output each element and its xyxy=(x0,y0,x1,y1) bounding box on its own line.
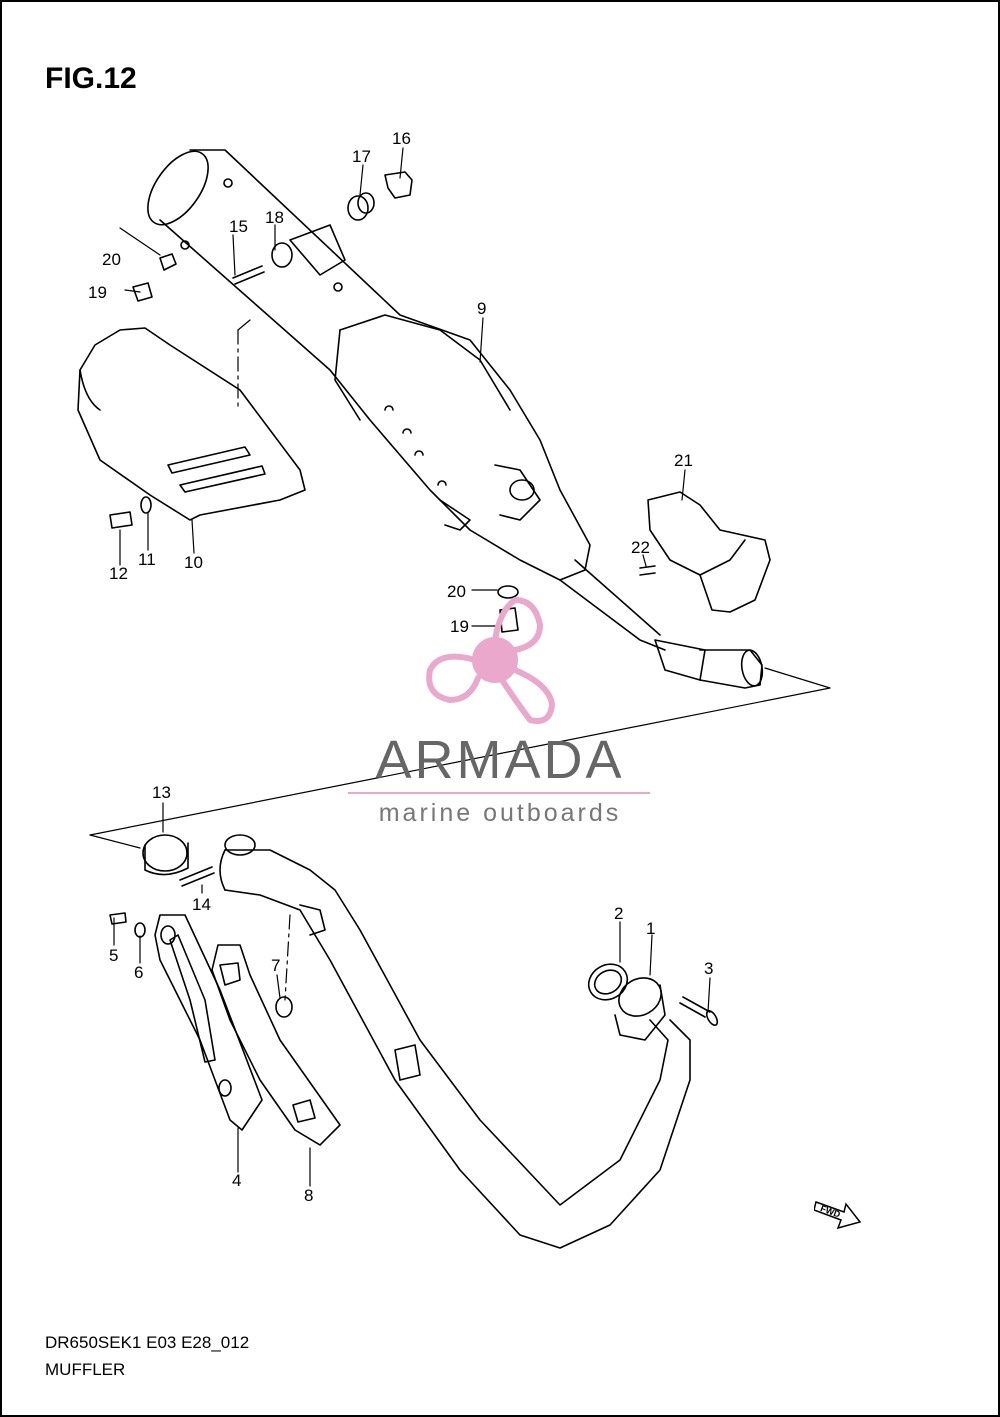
upper-hardware xyxy=(109,171,656,633)
callout-21: 21 xyxy=(674,451,693,470)
callout-1: 1 xyxy=(646,919,656,938)
callout-16: 16 xyxy=(392,129,411,148)
callout-18: 18 xyxy=(265,208,284,227)
forward-arrow-icon: FWD xyxy=(814,1201,862,1230)
callout-4: 4 xyxy=(232,1171,242,1190)
callout-6: 6 xyxy=(134,963,144,982)
callout-20-lower: 20 xyxy=(447,582,466,601)
callout-20-upper: 20 xyxy=(102,250,121,269)
callout-11: 11 xyxy=(138,550,156,569)
exhaust-pipe-cover xyxy=(647,491,771,613)
watermark-tagline: marine outboards xyxy=(378,799,622,827)
lower-heat-guards xyxy=(154,914,341,1146)
watermark-brand: ARMADA xyxy=(375,730,625,790)
callout-15: 15 xyxy=(229,217,248,236)
callout-19-lower: 19 xyxy=(450,617,469,636)
callout-14: 14 xyxy=(192,895,211,914)
diagram-caption: MUFFLER xyxy=(45,1360,126,1379)
propeller-logo xyxy=(426,597,555,724)
callout-13: 13 xyxy=(152,783,171,802)
callout-22: 22 xyxy=(631,538,650,557)
callout-17: 17 xyxy=(352,147,371,166)
callout-3: 3 xyxy=(704,959,714,978)
svg-text:FWD: FWD xyxy=(819,1203,842,1220)
diagram-code: DR650SEK1 E03 E28_012 xyxy=(45,1333,250,1352)
callout-7: 7 xyxy=(271,956,281,975)
muffler-heat-guard xyxy=(77,327,306,521)
callout-12: 12 xyxy=(109,564,128,583)
callout-9: 9 xyxy=(477,299,487,318)
callout-10: 10 xyxy=(184,553,203,572)
muffler-assembly xyxy=(147,149,764,689)
watermark-divider xyxy=(348,792,650,794)
callout-19-upper: 19 xyxy=(88,283,107,302)
callout-2: 2 xyxy=(614,904,624,923)
callout-5: 5 xyxy=(109,946,119,965)
callout-8: 8 xyxy=(304,1186,314,1205)
figure-title: FIG.12 xyxy=(45,62,137,95)
reference-lines xyxy=(89,147,831,1187)
